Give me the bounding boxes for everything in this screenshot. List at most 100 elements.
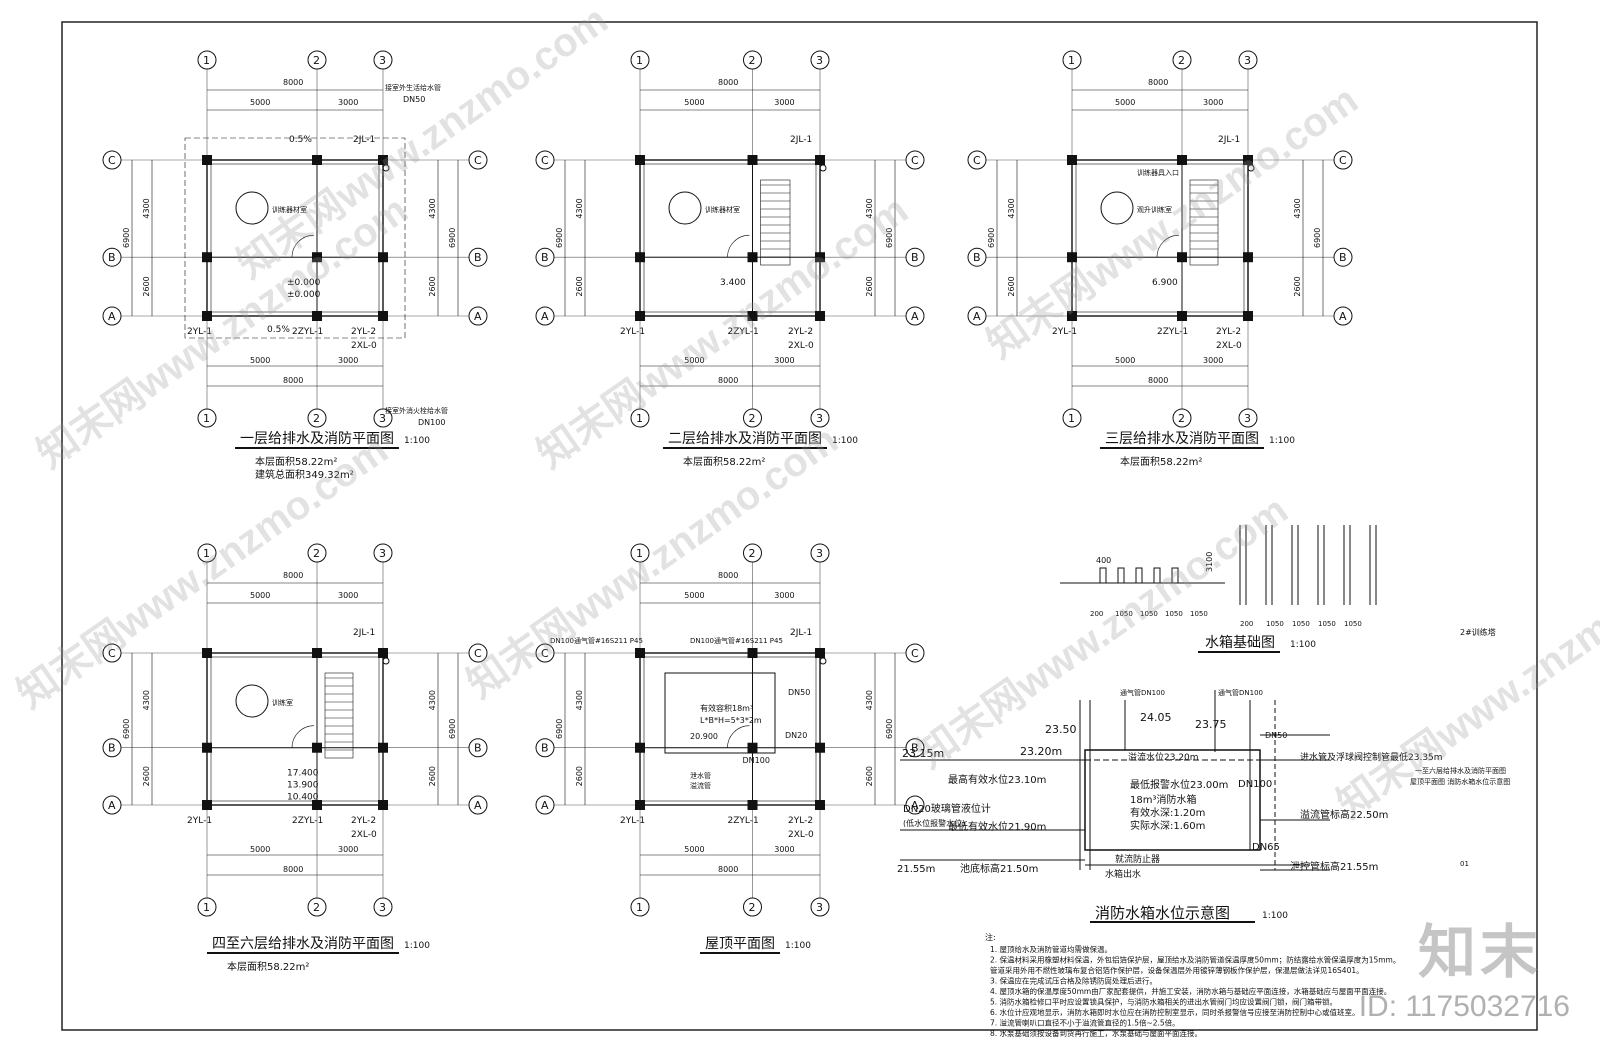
- axis-bot-3: 3: [1244, 412, 1251, 425]
- tank-vent2: 通气管DN100: [1218, 688, 1263, 697]
- dim-spanc-L: 4300: [142, 690, 151, 710]
- dim-spanc-R: 4300: [428, 198, 437, 218]
- note-line-3: 3. 保温应在完成试压合格及除锈防腐处理后进行。: [990, 976, 1157, 986]
- elev1: 17.400: [287, 769, 319, 779]
- axis-left-2: C: [108, 647, 116, 660]
- dim-span1: 5000: [250, 591, 270, 600]
- dim-span1: 5000: [684, 591, 704, 600]
- lvl-2320: 23.20m: [1020, 745, 1062, 758]
- axis-top-1: 1: [1068, 54, 1075, 67]
- riser-left: 2YL-1: [187, 327, 212, 337]
- elev1: 6.900: [1152, 278, 1178, 288]
- dim-spana-R: 2600: [428, 276, 437, 296]
- plan-title: 二层给排水及消防平面图: [668, 431, 822, 447]
- axis-bot-2: 2: [313, 901, 320, 914]
- axis-right-1: B: [911, 251, 919, 264]
- axis-bot-2: 2: [313, 412, 320, 425]
- roof-overflow: 溢流管: [690, 781, 711, 790]
- dim-span1: 5000: [684, 98, 704, 107]
- dim-spana-R: 2600: [428, 766, 437, 786]
- axis-left-2: C: [541, 647, 549, 660]
- elev2: 13.900: [287, 781, 319, 791]
- dim-span2: 3000: [338, 591, 358, 600]
- plan-scale: 1:100: [832, 436, 858, 446]
- notes-head: 注:: [985, 932, 996, 942]
- found-dim2-0: 200: [1240, 620, 1253, 628]
- axis-left-2: C: [973, 154, 981, 167]
- riser-mid: 2ZYL-1: [728, 816, 759, 826]
- axis-top-3: 3: [379, 547, 386, 560]
- dim-total-h-R: 6900: [885, 719, 894, 739]
- found-d400: 400: [1096, 556, 1111, 565]
- axis-left-2: C: [108, 154, 116, 167]
- roof-elev: 20.900: [690, 732, 718, 741]
- axis-bot-1: 1: [203, 412, 210, 425]
- riser-mid: 2ZYL-1: [728, 327, 759, 337]
- dim-span2-b: 3000: [774, 845, 794, 854]
- tank-label3: 实际水深:1.60m: [1130, 819, 1205, 832]
- dim-total-w-b: 8000: [1148, 376, 1168, 385]
- axis-right-0: A: [1339, 310, 1347, 323]
- found-dim2-1: 1050: [1266, 620, 1284, 628]
- axis-bot-1: 1: [1068, 412, 1075, 425]
- axis-right-2: C: [911, 154, 919, 167]
- vent1: DN100通气管#16S211 P45: [550, 636, 643, 645]
- dim-spanc-R: 4300: [428, 690, 437, 710]
- riser-bot: 2XL-0: [351, 830, 377, 840]
- axis-left-1: B: [541, 251, 549, 264]
- note-bot-dn: DN100: [418, 418, 445, 427]
- tank-vent: 通气管DN100: [1120, 688, 1165, 697]
- axis-left-0: A: [108, 799, 116, 812]
- dim-span2: 3000: [1203, 98, 1223, 107]
- note-line-1: 2. 保温材料采用橡塑材料保温，外包铝箔保护层，屋顶给水及消防管道保温厚度50m…: [990, 955, 1400, 965]
- dim-spanc-L: 4300: [1007, 198, 1016, 218]
- axis-bot-2: 2: [749, 901, 756, 914]
- brand-logo: 知末: [1417, 918, 1542, 986]
- water-out: 水箱出水: [1105, 868, 1141, 880]
- axis-bot-3: 3: [379, 901, 386, 914]
- dim-span1-b: 5000: [684, 356, 704, 365]
- plan-scale: 1:100: [404, 941, 430, 951]
- found-dim2-3: 1050: [1318, 620, 1336, 628]
- lvl-2155b: 泄控管标高21.55m: [1290, 860, 1378, 873]
- riser-bot: 2XL-0: [351, 341, 377, 351]
- foundation-title: 水箱基础图: [1205, 634, 1275, 651]
- dim-spanc-L: 4300: [575, 198, 584, 218]
- riser-mid: 2ZYL-1: [292, 816, 323, 826]
- found-h: 3100: [1205, 552, 1214, 572]
- note-line-6: 6. 水位计应观地显示，消防水箱即时水位应在消防控制室显示，同时杀报警信号应接至…: [990, 1007, 1360, 1017]
- axis-top-1: 1: [203, 547, 210, 560]
- axis-left-0: A: [108, 310, 116, 323]
- dim-total-w: 8000: [283, 78, 303, 87]
- dim-spana-L: 2600: [142, 766, 151, 786]
- lvl-2405: 24.05: [1140, 711, 1172, 724]
- note-top: 接室外生活给水管: [385, 83, 441, 92]
- dim-span2-b: 3000: [774, 356, 794, 365]
- axis-left-2: C: [541, 154, 549, 167]
- plan-title: 三层给排水及消防平面图: [1105, 431, 1259, 447]
- note-line-4: 4. 屋顶水箱的保温厚度50mm由厂家配套提供，并施工安装，消防水箱与基础应平面…: [990, 986, 1391, 996]
- lvl-2155a: 21.55m: [897, 864, 935, 875]
- dim-span2-b: 3000: [1203, 356, 1223, 365]
- dim-spanc-R: 4300: [1293, 198, 1302, 218]
- slope-top: 0.5%: [289, 135, 312, 145]
- axis-left-0: A: [541, 799, 549, 812]
- plan-area: 本层面积58.22m²: [1120, 455, 1202, 468]
- dim-spana-L: 2600: [1007, 276, 1016, 296]
- axis-top-1: 1: [636, 54, 643, 67]
- tank-section: 23.50 23.20m 24.05 23.75 23.15m 最高有效水位23…: [897, 688, 1510, 923]
- room-label: 观升训练室: [1137, 205, 1172, 214]
- axis-top-1: 1: [203, 54, 210, 67]
- side-note2: 屋顶平面图 消防水箱水位示意图: [1410, 777, 1510, 786]
- riser-mid: 2ZYL-1: [1157, 327, 1188, 337]
- dim-span1: 5000: [250, 98, 270, 107]
- dim-total-h-L: 6900: [122, 228, 131, 248]
- axis-left-1: B: [108, 251, 116, 264]
- found-dim-1: 1050: [1115, 610, 1133, 618]
- found-dim-0: 200: [1090, 610, 1103, 618]
- riser-top: 2JL-1: [353, 135, 375, 145]
- dim-total-w-b: 8000: [283, 376, 303, 385]
- riser-left: 2YL-1: [1052, 327, 1077, 337]
